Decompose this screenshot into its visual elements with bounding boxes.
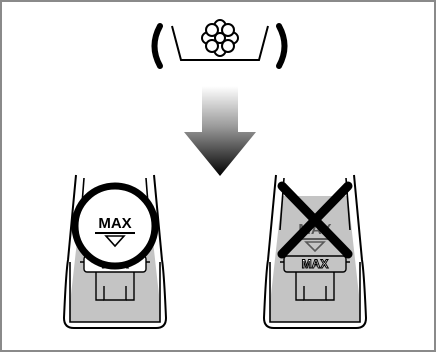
container-correct: MAX MAX	[62, 174, 168, 329]
max-band	[283, 255, 347, 273]
circle-icon	[71, 182, 159, 270]
left-parenthesis	[151, 23, 163, 69]
max-label: MAX	[98, 215, 131, 232]
container-overfilled: MAX MAX	[262, 174, 368, 329]
cross-icon	[277, 181, 353, 259]
down-arrow-icon	[184, 86, 256, 176]
max-triangle-icon	[304, 241, 326, 253]
tray-icon	[171, 25, 269, 61]
bottom-max-label: MAX	[302, 257, 329, 271]
flower-icon	[201, 19, 239, 57]
fabric-softener-symbol	[151, 19, 288, 69]
max-triangle-icon	[104, 235, 126, 248]
right-parenthesis	[276, 23, 288, 69]
